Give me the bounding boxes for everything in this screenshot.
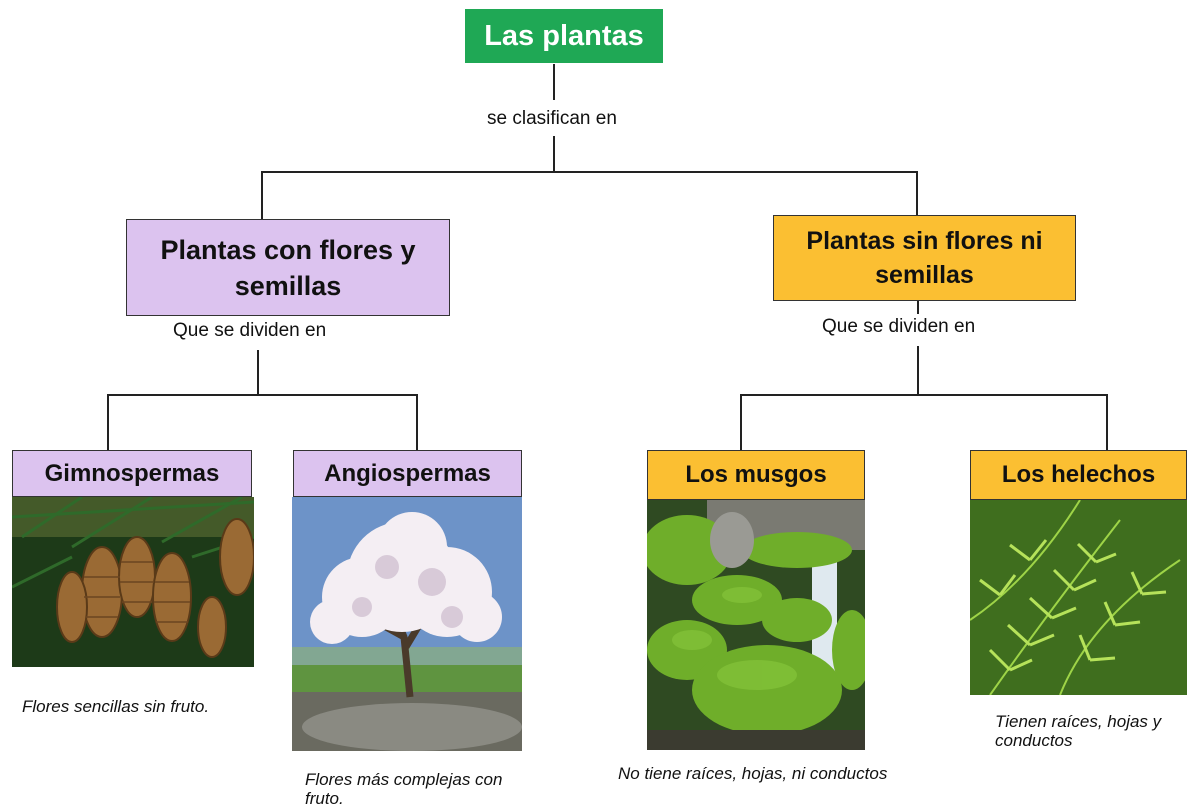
fern-photo bbox=[970, 500, 1187, 695]
caption-gimnospermas: Flores sencillas sin fruto. bbox=[22, 697, 210, 716]
blossoming-tree-photo bbox=[292, 497, 522, 751]
pine-cones-photo bbox=[12, 497, 254, 667]
line-to-gimnospermas bbox=[107, 394, 109, 450]
line-root-down bbox=[553, 64, 555, 100]
line-non-flowering-down-2 bbox=[917, 346, 919, 395]
caption-musgos: No tiene raíces, hojas, ni conductos bbox=[618, 764, 888, 783]
caption-helechos: Tienen raíces, hojas y conductos bbox=[995, 712, 1162, 750]
connector-text-left-divide: Que se dividen en bbox=[173, 320, 327, 341]
group-title-flowering: Plantas con flores y semillas bbox=[160, 234, 416, 301]
leaf-title-gimnospermas: Gimnospermas bbox=[44, 459, 220, 487]
line-to-flowering bbox=[261, 171, 263, 219]
line-to-non-flowering bbox=[916, 171, 918, 215]
line-root-connector-down bbox=[553, 136, 555, 172]
connector-text-right-divide: Que se dividen en bbox=[822, 316, 976, 337]
group-node-flowering: Plantas con flores y semillas bbox=[126, 219, 450, 316]
leaf-node-angiospermas: Angiospermas bbox=[293, 450, 522, 497]
root-node-las-plantas: Las plantas bbox=[465, 9, 663, 63]
leaf-node-helechos: Los helechos bbox=[970, 450, 1187, 500]
group-title-non-flowering: Plantas sin flores ni semillas bbox=[806, 227, 1043, 289]
moss-rocks-photo bbox=[647, 500, 865, 750]
connector-text-classify: se clasifican en bbox=[487, 108, 617, 129]
line-groups-horizontal bbox=[261, 171, 918, 173]
leaf-title-helechos: Los helechos bbox=[1001, 461, 1156, 488]
caption-angiospermas: Flores más complejas con fruto. bbox=[305, 770, 503, 808]
line-non-flowering-horizontal bbox=[740, 394, 1108, 396]
line-to-helechos bbox=[1106, 394, 1108, 450]
leaf-node-musgos: Los musgos bbox=[647, 450, 865, 500]
line-to-musgos bbox=[740, 394, 742, 450]
leaf-title-angiospermas: Angiospermas bbox=[324, 459, 491, 487]
line-flowering-down bbox=[257, 350, 259, 395]
leaf-title-musgos: Los musgos bbox=[685, 461, 827, 488]
root-title: Las plantas bbox=[484, 19, 644, 52]
line-to-angiospermas bbox=[416, 394, 418, 450]
leaf-node-gimnospermas: Gimnospermas bbox=[12, 450, 252, 497]
line-flowering-horizontal bbox=[107, 394, 418, 396]
group-node-non-flowering: Plantas sin flores ni semillas bbox=[773, 215, 1076, 301]
